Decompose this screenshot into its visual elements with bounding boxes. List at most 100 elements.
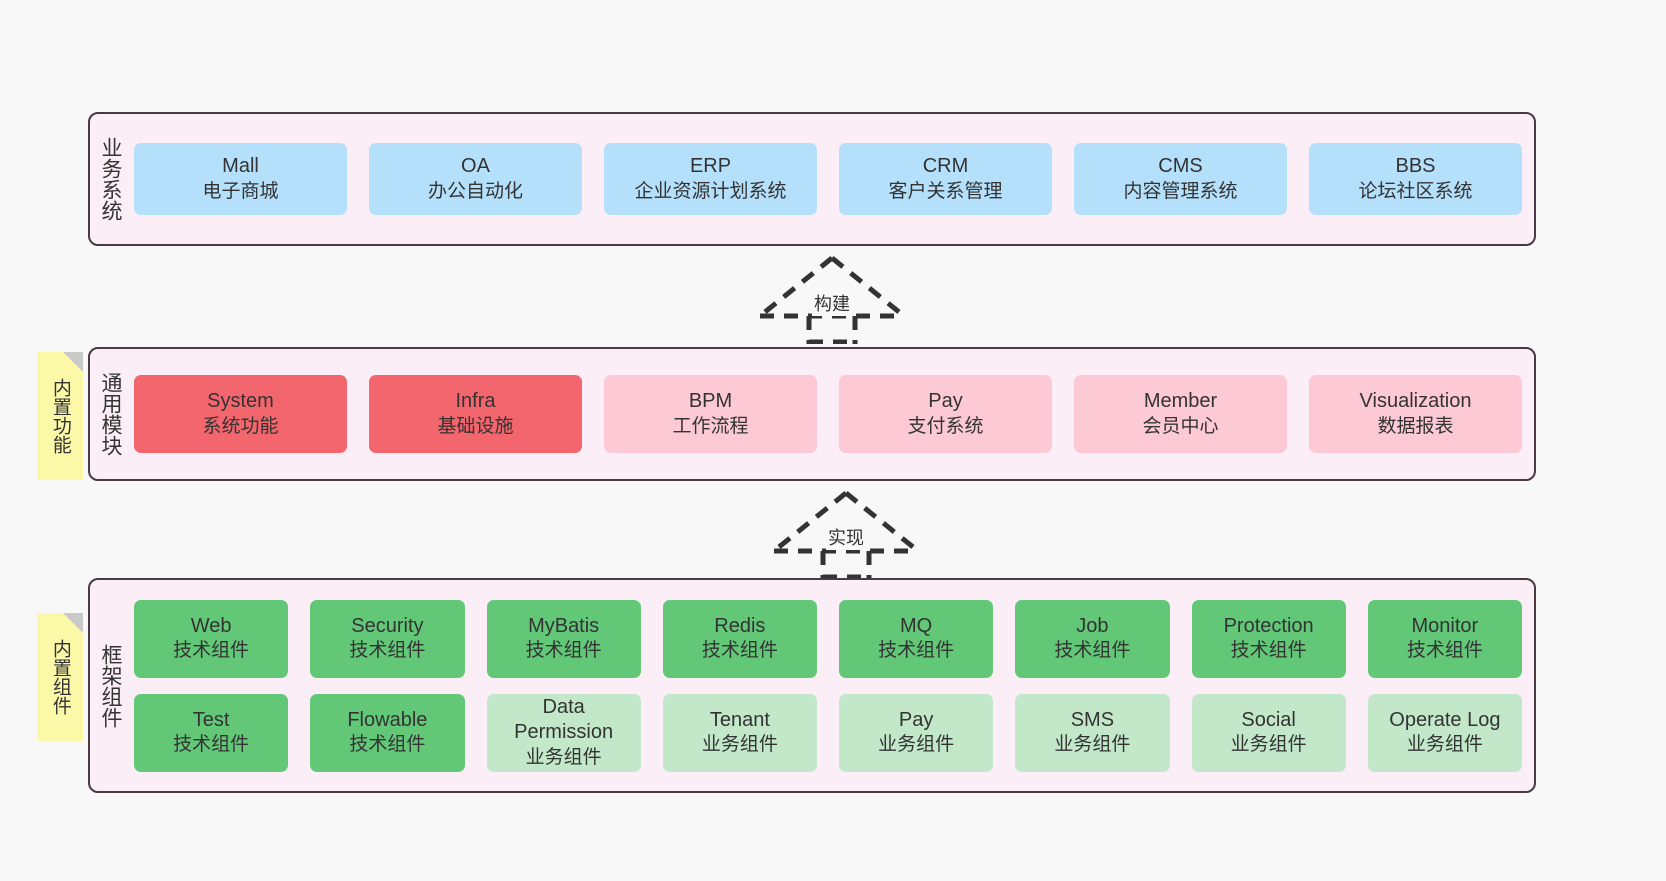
card-system[interactable]: System 系统功能 (134, 375, 347, 453)
card-title-cn: 技术组件 (173, 734, 250, 756)
card-title-en: Security (351, 614, 424, 637)
card-title-cn: 内容管理系统 (1123, 180, 1238, 202)
sticky-note-builtin-components: 内置组件 (37, 613, 83, 741)
card-title-en: Monitor (1411, 614, 1479, 637)
card-title-en: Test (192, 708, 230, 731)
card-title-cn: 技术组件 (173, 640, 250, 662)
card-erp[interactable]: ERP 企业资源计划系统 (604, 143, 817, 215)
card-row: Web 技术组件 Security 技术组件 MyBatis 技术组件 Redi… (134, 599, 1522, 678)
card-title-en: System (207, 390, 274, 413)
card-title-en: Job (1076, 614, 1109, 637)
card-pay-component[interactable]: Pay 业务组件 (839, 693, 994, 772)
card-title-en: Tenant (709, 708, 770, 731)
layer-body-framework-components: Web 技术组件 Security 技术组件 MyBatis 技术组件 Redi… (130, 580, 1534, 791)
layer-title-framework-components: 框架组件 (98, 643, 122, 728)
card-mq[interactable]: MQ 技术组件 (839, 599, 994, 678)
card-title-en: BBS (1395, 155, 1436, 178)
card-title-cn: 技术组件 (878, 640, 955, 662)
card-title-en: Mall (222, 155, 259, 178)
card-title-cn: 办公自动化 (427, 180, 523, 202)
card-title-en: MyBatis (528, 614, 600, 637)
card-infra[interactable]: Infra 基础设施 (369, 375, 582, 453)
folded-corner-icon (63, 352, 83, 372)
card-title-cn: 企业资源计划系统 (634, 180, 787, 202)
card-job[interactable]: Job 技术组件 (1015, 599, 1170, 678)
card-title-en: ERP (689, 155, 732, 178)
card-title-en: Pay (928, 390, 963, 413)
layer-common-modules: 通用模块 System 系统功能 Infra 基础设施 BPM 工作流程 Pay… (88, 347, 1536, 481)
card-title-en: Flowable (347, 708, 428, 731)
card-title-cn: 系统功能 (202, 415, 279, 437)
card-title-cn: 业务组件 (525, 746, 602, 768)
card-title-cn: 基础设施 (437, 415, 514, 437)
card-title-en: Social (1241, 708, 1296, 731)
card-bbs[interactable]: BBS 论坛社区系统 (1309, 143, 1522, 215)
card-operate-log[interactable]: Operate Log 业务组件 (1367, 693, 1522, 772)
card-title-cn: 业务组件 (878, 734, 955, 756)
card-row: Test 技术组件 Flowable 技术组件 Data Permission … (134, 693, 1522, 772)
card-title-cn: 技术组件 (349, 640, 426, 662)
relation-label-build: 构建 (812, 290, 852, 316)
card-title-cn: 业务组件 (1230, 734, 1307, 756)
card-title-cn: 技术组件 (701, 640, 778, 662)
card-title-en: Protection (1223, 614, 1314, 637)
card-social[interactable]: Social 业务组件 (1191, 693, 1346, 772)
card-tenant[interactable]: Tenant 业务组件 (662, 693, 817, 772)
card-security[interactable]: Security 技术组件 (310, 599, 465, 678)
card-title-cn: 数据报表 (1377, 415, 1454, 437)
card-sms[interactable]: SMS 业务组件 (1015, 693, 1170, 772)
card-title-en: Web (190, 614, 232, 637)
card-data-permission[interactable]: Data Permission 业务组件 (486, 693, 641, 772)
card-mall[interactable]: Mall 电子商城 (134, 143, 347, 215)
card-title-en: Operate Log (1389, 708, 1501, 731)
card-member[interactable]: Member 会员中心 (1074, 375, 1287, 453)
sticky-note-label: 内置功能 (49, 378, 71, 454)
layer-framework-components: 框架组件 Web 技术组件 Security 技术组件 MyBatis 技术组件… (88, 578, 1536, 793)
card-title-cn: 技术组件 (1054, 640, 1131, 662)
card-crm[interactable]: CRM 客户关系管理 (839, 143, 1052, 215)
card-flowable[interactable]: Flowable 技术组件 (310, 693, 465, 772)
layer-body-business-system: Mall 电子商城 OA 办公自动化 ERP 企业资源计划系统 CRM 客户关系… (130, 114, 1534, 244)
card-title-cn: 客户关系管理 (888, 180, 1003, 202)
card-title-en: Visualization (1359, 390, 1472, 413)
card-title-cn: 会员中心 (1142, 415, 1219, 437)
card-visualization[interactable]: Visualization 数据报表 (1309, 375, 1522, 453)
card-web[interactable]: Web 技术组件 (134, 599, 289, 678)
layer-title-common-modules: 通用模块 (98, 372, 122, 456)
card-title-en: BPM (688, 390, 733, 413)
card-bpm[interactable]: BPM 工作流程 (604, 375, 817, 453)
card-title-en: Member (1143, 390, 1218, 413)
card-title-cn: 业务组件 (1406, 734, 1483, 756)
card-title-cn: 技术组件 (1230, 640, 1307, 662)
card-row: Mall 电子商城 OA 办公自动化 ERP 企业资源计划系统 CRM 客户关系… (134, 143, 1522, 215)
card-title-cn: 技术组件 (349, 734, 426, 756)
card-title-en: OA (461, 155, 490, 178)
card-monitor[interactable]: Monitor 技术组件 (1367, 599, 1522, 678)
card-test[interactable]: Test 技术组件 (134, 693, 289, 772)
card-title-en: Redis (714, 614, 766, 637)
layer-business-system: 业务系统 Mall 电子商城 OA 办公自动化 ERP 企业资源计划系统 CRM… (88, 112, 1536, 246)
card-title-en: CMS (1158, 155, 1203, 178)
card-title-cn: 电子商城 (202, 180, 279, 202)
card-title-en: Infra (455, 390, 496, 413)
card-title-cn: 业务组件 (1054, 734, 1131, 756)
card-title-en: CRM (922, 155, 969, 178)
card-title-en: SMS (1070, 708, 1115, 731)
card-cms[interactable]: CMS 内容管理系统 (1074, 143, 1287, 215)
sticky-note-builtin-features: 内置功能 (37, 352, 83, 480)
folded-corner-icon (63, 613, 83, 633)
card-row: System 系统功能 Infra 基础设施 BPM 工作流程 Pay 支付系统… (134, 375, 1522, 453)
card-title-en: Data Permission (514, 695, 614, 744)
card-protection[interactable]: Protection 技术组件 (1191, 599, 1346, 678)
card-mybatis[interactable]: MyBatis 技术组件 (486, 599, 641, 678)
card-title-cn: 技术组件 (525, 640, 602, 662)
card-oa[interactable]: OA 办公自动化 (369, 143, 582, 215)
card-title-cn: 支付系统 (907, 415, 984, 437)
sticky-note-label: 内置组件 (49, 639, 71, 715)
card-redis[interactable]: Redis 技术组件 (662, 599, 817, 678)
card-title-en: MQ (900, 614, 933, 637)
card-title-cn: 工作流程 (672, 415, 749, 437)
card-title-cn: 业务组件 (701, 734, 778, 756)
card-pay-module[interactable]: Pay 支付系统 (839, 375, 1052, 453)
card-title-cn: 论坛社区系统 (1358, 180, 1473, 202)
